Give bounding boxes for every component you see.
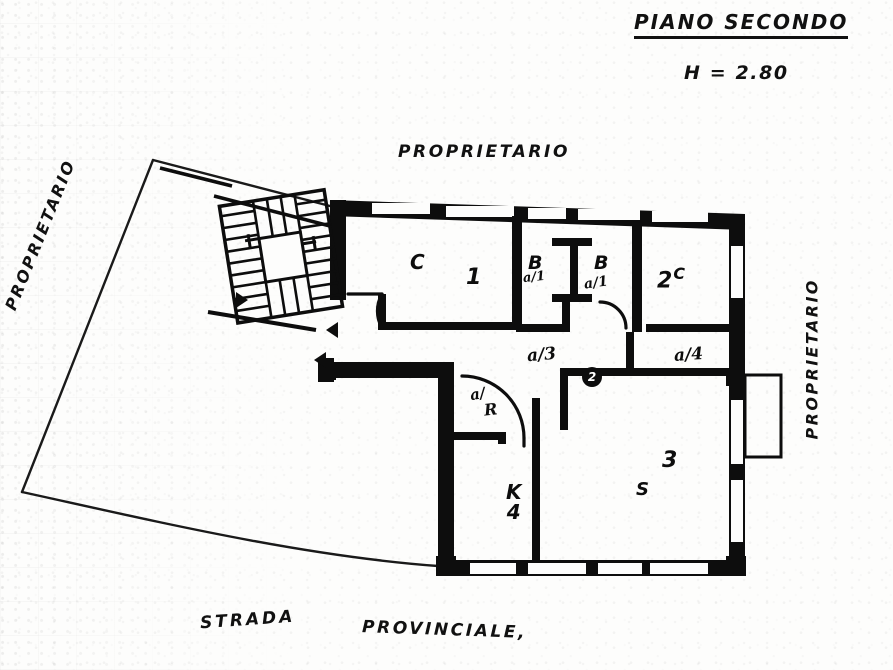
boundary-label-north: PROPRIETARIO	[398, 142, 570, 162]
handwritten-annotation: a/1	[583, 273, 609, 293]
boundary-label-east: PROPRIETARIO	[802, 278, 822, 440]
room-label: C	[410, 250, 425, 274]
handwritten-annotation: a/1	[522, 268, 546, 287]
room-label-text: B	[528, 252, 543, 274]
room-label-text: 2	[657, 268, 673, 294]
unit-marker-badge: 2	[582, 367, 602, 387]
balcony-projection	[743, 373, 783, 459]
room-label: B	[528, 252, 542, 274]
page-title-floor: PIANO SECONDO	[634, 10, 849, 39]
handwritten-annotation: R	[483, 399, 499, 420]
room-label-text: 3	[662, 448, 678, 473]
door-swings	[346, 292, 628, 448]
wall-openings	[372, 203, 743, 574]
structural-piers	[318, 362, 746, 576]
room-label: 1	[466, 265, 481, 290]
room-label-text: C	[410, 250, 425, 274]
stair-direction-arrows	[236, 292, 338, 368]
room-label: 2C	[657, 264, 685, 293]
room-label: B	[594, 252, 608, 274]
staircase	[159, 166, 345, 332]
room-label-text: S	[636, 479, 649, 500]
handwritten-annotation: a/3	[526, 343, 557, 367]
property-boundary-lines	[20, 158, 440, 568]
room-label: 3	[662, 448, 677, 473]
room-label-stacked-top: K	[506, 480, 522, 504]
room-label-stacked-bottom: 4	[506, 500, 521, 525]
handwritten-annotation: a/4	[673, 344, 704, 366]
room-label-superscript: C	[673, 264, 685, 283]
room-label-text: 1	[466, 265, 482, 290]
room-label-text: B	[594, 252, 609, 274]
room-label: S	[636, 479, 649, 500]
ceiling-height-label: H = 2.80	[684, 62, 789, 84]
